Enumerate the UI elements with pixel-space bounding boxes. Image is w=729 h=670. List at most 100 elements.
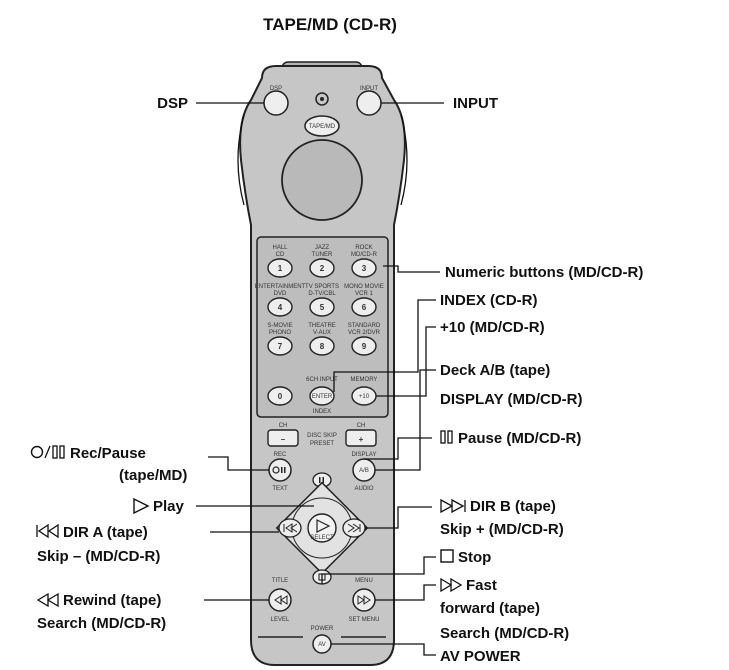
index-leader: [333, 299, 436, 392]
ch-plus-button[interactable]: [345, 429, 377, 447]
skip-forward-legend-icon: [440, 498, 466, 514]
av-key-label: AV: [318, 642, 326, 648]
dsp-button[interactable]: [263, 90, 289, 116]
audio-label: AUDIO: [354, 486, 373, 492]
rec-pause-button[interactable]: [268, 458, 292, 482]
left-jog: [237, 114, 245, 206]
skip-forward-icon: [347, 523, 361, 533]
callout-plus10: +10 (MD/CD-R): [440, 319, 545, 336]
numeric-key-label: 4: [278, 303, 283, 312]
dsp-key-label: DSP: [270, 86, 282, 92]
fast-forward-leader: [375, 584, 436, 601]
key-source-label: PHONO: [269, 330, 291, 336]
callout-labels: DSP INPUT Numeric buttons (MD/CD-R) INDE…: [30, 95, 643, 665]
play-button[interactable]: [307, 513, 337, 543]
tape-md-button[interactable]: [304, 115, 340, 137]
numeric-key-4[interactable]: [267, 297, 293, 317]
tape-md-key-label: TAPE/MD: [309, 124, 336, 130]
set-menu-label: SET MENU: [349, 617, 380, 623]
av-power-leader: [331, 643, 436, 656]
index-enter-button[interactable]: [309, 386, 335, 406]
callout-dir-b: DIR B (tape): [470, 498, 556, 515]
indicator-dot-icon: [320, 97, 324, 101]
callout-stop: Stop: [458, 549, 491, 566]
callout-fast-2: forward (tape): [440, 600, 540, 617]
numeric-key-label: 1: [278, 264, 283, 273]
plus10-leader: [376, 326, 436, 397]
numeric-key-1[interactable]: [267, 258, 293, 278]
pause-bar-icon: [319, 477, 321, 483]
pause-bar-icon: [284, 467, 286, 473]
skip-minus-button[interactable]: [278, 518, 302, 538]
input-button[interactable]: [356, 90, 382, 116]
numeric-key-6[interactable]: [351, 297, 377, 317]
callout-rec-pause-2: (tape/MD): [119, 467, 187, 484]
pause-legend-icon: [447, 430, 453, 444]
callout-skip-minus: Skip – (MD/CD-R): [37, 548, 160, 565]
zero-key-label: 0: [278, 392, 283, 401]
rewind-button[interactable]: [268, 588, 292, 612]
slash-legend-icon: [44, 445, 51, 459]
deck-ab-leader: [375, 369, 436, 471]
ch-minus-label: –: [281, 435, 286, 444]
numeric-key-7[interactable]: [267, 336, 293, 356]
numeric-key-2[interactable]: [309, 258, 335, 278]
numeric-key-label: 2: [320, 264, 325, 273]
numeric-key-8[interactable]: [309, 336, 335, 356]
enter-key-label: ENTER: [312, 394, 333, 400]
key-mode-label: TV SPORTS: [305, 284, 339, 290]
key-mode-label: STANDARD: [348, 323, 381, 329]
callout-dir-a: DIR A (tape): [63, 524, 148, 541]
pause-bar-icon: [322, 477, 324, 483]
level-label: LEVEL: [271, 617, 290, 623]
zero-key[interactable]: [267, 386, 293, 406]
callout-play: Play: [153, 498, 185, 515]
callout-rec-pause-1: Rec/Pause: [70, 445, 146, 462]
numeric-key-9[interactable]: [351, 336, 377, 356]
numeric-key-3[interactable]: [351, 258, 377, 278]
numeric-key-label: 6: [362, 303, 367, 312]
numeric-key-5[interactable]: [309, 297, 335, 317]
rec-icon: [272, 466, 280, 474]
key-source-label: CD: [276, 252, 285, 258]
numeric-leader: [383, 265, 440, 273]
ch-right-label: CH: [357, 423, 366, 429]
callout-rewind: Rewind (tape): [63, 592, 161, 609]
right-jog: [400, 114, 408, 206]
key-mode-label: HALL: [272, 245, 288, 251]
key-mode-label: ROCK: [355, 245, 372, 251]
ch-minus-button[interactable]: [267, 429, 299, 447]
skip-back-icon: [283, 523, 298, 533]
callout-dsp: DSP: [157, 95, 188, 112]
key-source-label: V-AUX: [313, 330, 331, 336]
key-mode-label: S-MOVIE: [267, 323, 292, 329]
text-label: TEXT: [272, 486, 288, 492]
callout-display: DISPLAY (MD/CD-R): [440, 391, 583, 408]
select-label: SELECT: [310, 535, 334, 541]
key-mode-label: JAZZ: [315, 245, 330, 251]
plus10-key-label: +10: [359, 394, 370, 400]
fast-forward-legend-icon: [440, 577, 463, 593]
callout-input: INPUT: [453, 95, 498, 112]
callout-fast-1: Fast: [466, 577, 497, 594]
numeric-key-label: 8: [320, 342, 325, 351]
dir-b-leader: [365, 506, 432, 529]
play-legend-icon: [133, 497, 150, 515]
numeric-key-label: 5: [320, 303, 325, 312]
callout-search-left: Search (MD/CD-R): [37, 615, 166, 632]
play-icon: [316, 519, 331, 533]
disc-skip-label: DISC SKIP: [307, 433, 337, 439]
memory-label: MEMORY: [351, 377, 378, 383]
rec-label: REC: [274, 452, 287, 458]
rewind-icon: [274, 595, 288, 605]
callout-skip-plus: Skip + (MD/CD-R): [440, 521, 564, 538]
pause-legend-icon: [59, 445, 65, 459]
index-key-label: INDEX: [313, 409, 331, 415]
key-mode-label: MONO MOVIE: [344, 284, 384, 290]
pause-bar-icon: [281, 467, 283, 473]
callout-pause: Pause (MD/CD-R): [458, 430, 581, 447]
volume-dial[interactable]: [281, 139, 363, 221]
callout-index: INDEX (CD-R): [440, 292, 538, 309]
leader-lines: [196, 102, 444, 656]
skip-back-legend-icon: [36, 523, 59, 539]
